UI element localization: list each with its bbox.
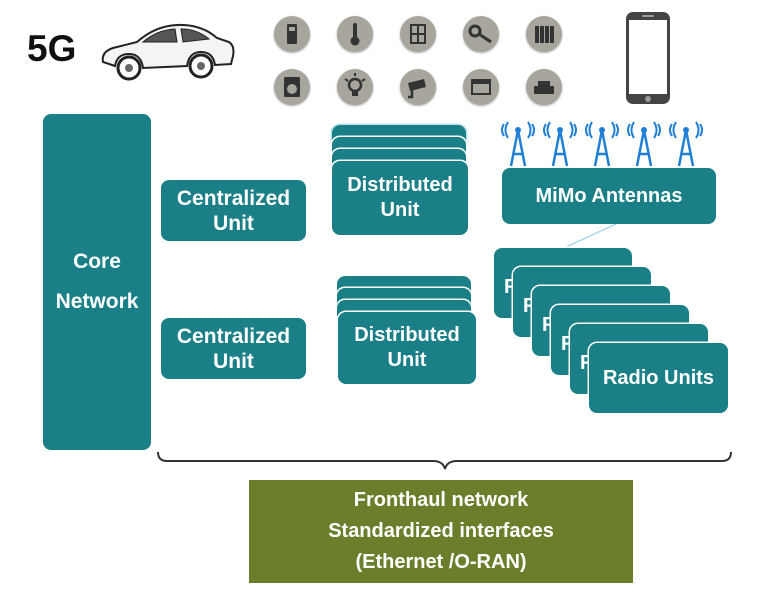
smartphone-icon [626,12,670,104]
centralized-unit-1-line2: Unit [213,211,254,235]
antenna-icon [669,121,703,167]
antenna-icon [585,121,619,167]
distributed-unit-2-line2: Unit [387,349,427,371]
centralized-unit-1: Centralized Unit [161,180,306,241]
switch-panel-icon [400,16,436,52]
centralized-unit-1-line1: Centralized [176,186,291,210]
mimo-antennas-box: MiMo Antennas [502,168,716,224]
router-icon [526,69,562,105]
security-camera-icon [400,69,436,105]
antenna-array [501,121,703,167]
centralized-unit-2-line2: Unit [213,349,254,373]
core-network-label-line1: Core [73,250,121,273]
lightbulb-icon [337,69,373,105]
mimo-antennas-label: MiMo Antennas [535,184,683,207]
distributed-unit-2-line1: Distributed [354,324,460,346]
fronthaul-line1: Fronthaul network [353,489,529,511]
distributed-unit-1-line1: Distributed [347,174,453,196]
washing-machine-icon [274,69,310,105]
smart-lock-icon [274,16,310,52]
antenna-icon [627,121,661,167]
radio-units-label: Radio Units [602,366,715,389]
fronthaul-network-box: Fronthaul network Standardized interface… [249,480,633,583]
antenna-icon [501,121,535,167]
fronthaul-line3: (Ethernet /O-RAN) [355,551,527,573]
centralized-unit-2: Centralized Unit [161,318,306,379]
key-icon [463,16,499,52]
connector-line [563,223,617,249]
core-network-box: Core Network [43,114,151,450]
antenna-icon [543,121,577,167]
core-network-label-line2: Network [55,290,139,313]
thermometer-icon [337,16,373,52]
curly-brace [157,451,732,470]
distributed-unit-2: Distributed Unit [338,312,476,384]
distributed-unit-1-line2: Unit [380,199,420,221]
radio-units-box: Radio Units [589,343,728,413]
5g-label: 5G [27,28,77,69]
car-icon [101,23,235,81]
centralized-unit-2-line1: Centralized [176,324,291,348]
radiator-icon [526,16,562,52]
fronthaul-line2: Standardized interfaces [328,520,554,542]
oven-icon [463,69,499,105]
distributed-unit-1: Distributed Unit [332,161,468,235]
